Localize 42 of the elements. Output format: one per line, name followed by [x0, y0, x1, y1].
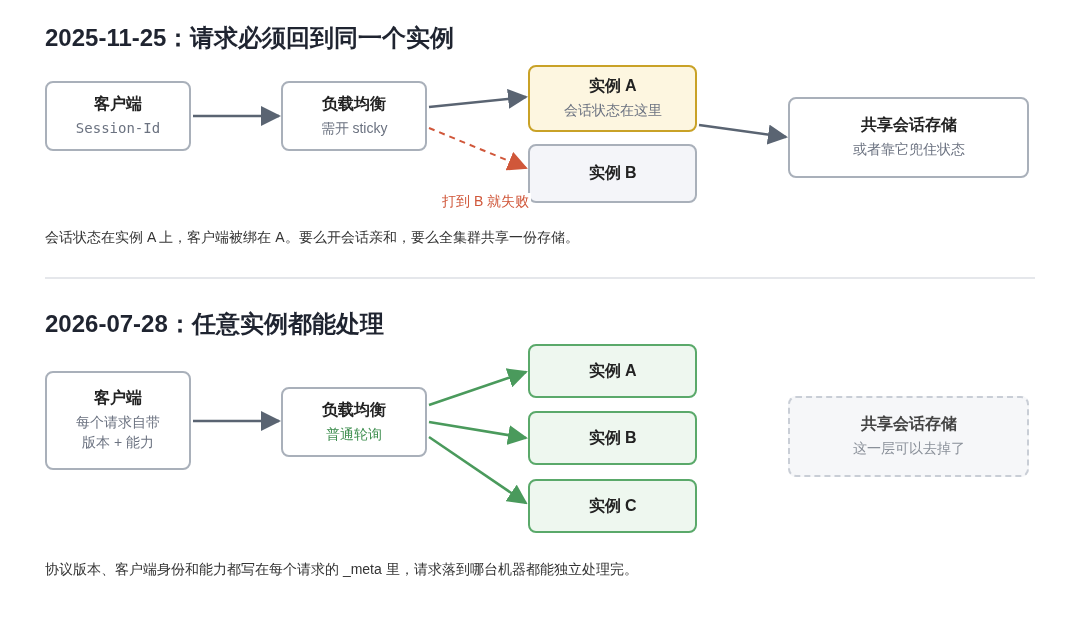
section-heading: 2025-11-25：请求必须回到同一个实例 — [45, 23, 455, 53]
edge-label: 打到 B 就失败 — [440, 193, 532, 211]
node-subtitle: 普通轮询 — [326, 424, 382, 444]
node-subtitle: 需开 sticky — [320, 118, 388, 138]
node-title: 实例 A — [588, 360, 637, 381]
arrow — [193, 411, 281, 431]
instance-box — [528, 479, 697, 533]
node-title: 共享会话存储 — [860, 115, 957, 136]
client-box — [45, 81, 191, 151]
node-title: 共享会话存储 — [860, 414, 957, 435]
node-title: 负载均衡 — [322, 93, 386, 114]
arrow — [428, 420, 528, 445]
arrow — [428, 435, 528, 505]
instance-box — [528, 65, 697, 132]
load-balancer-box — [281, 387, 427, 457]
dashed-arrow — [428, 127, 528, 171]
load-balancer-box — [281, 81, 427, 151]
section-heading: 2026-07-28：任意实例都能处理 — [45, 309, 384, 339]
note-text: 协议版本、客户端身份和能力都写在每个请求的 _meta 里，请求落到哪台机器都能独立处理完。 — [45, 561, 638, 579]
storage-box — [788, 97, 1029, 178]
node-subtitle: 这一层可以去掉了 — [852, 439, 965, 459]
node-title: 客户端 — [94, 388, 142, 409]
arrow — [428, 368, 528, 407]
node-subtitle: 或者靠它兜住状态 — [852, 140, 965, 160]
storage-box — [788, 396, 1029, 477]
node-title: 负载均衡 — [322, 399, 386, 420]
node-title: 客户端 — [94, 93, 142, 114]
node-subtitle: 会话状态在这里 — [563, 101, 662, 121]
instance-box — [528, 411, 697, 465]
instance-box — [528, 344, 697, 398]
node-title: 实例 A — [588, 76, 637, 97]
node-title: 实例 B — [588, 163, 637, 183]
instance-box — [528, 144, 697, 203]
node-subtitle: 每个请求自带版本 + 能力 — [75, 413, 161, 452]
arrow — [193, 106, 281, 126]
node-subtitle: Session-Id — [75, 118, 161, 138]
node-title: 实例 C — [588, 495, 637, 516]
note-text: 会话状态在实例 A 上，客户端被绑在 A。要么开会话亲和，要么全集群共享一份存储。 — [45, 229, 579, 247]
client-box — [45, 371, 191, 470]
arrow — [698, 123, 788, 145]
node-title: 实例 B — [588, 427, 637, 448]
arrow — [428, 88, 528, 109]
